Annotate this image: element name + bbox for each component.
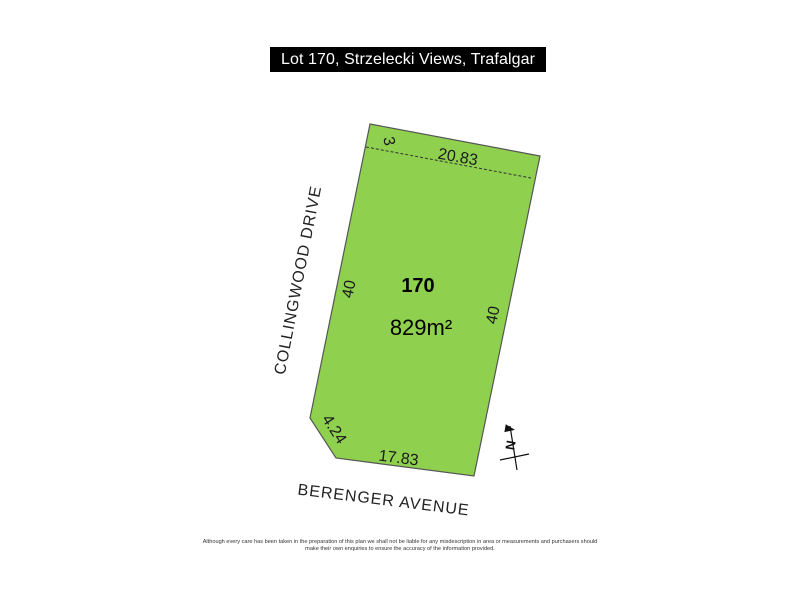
easement-line (365, 146, 532, 179)
page-title: Lot 170, Strzelecki Views, Trafalgar (270, 47, 546, 72)
top-boundary-length: 20.83 (437, 146, 479, 170)
bottom-boundary-length: 17.83 (378, 448, 420, 470)
easement-width-label: 3 (379, 135, 397, 147)
lot-parcel (309, 123, 541, 477)
lot-number: 170 (401, 275, 434, 297)
left-boundary-length: 40 (340, 279, 360, 300)
right-boundary-length: 40 (484, 305, 504, 326)
north-arrow-label: N (502, 439, 518, 451)
road-name-west: COLLINGWOOD DRIVE (272, 184, 325, 376)
disclaimer-text: Although every care has been taken in th… (202, 539, 598, 552)
lot-area: 829m² (390, 315, 452, 340)
north-arrow-icon: N (499, 424, 530, 471)
road-name-south: BERENGER AVENUE (297, 482, 471, 520)
